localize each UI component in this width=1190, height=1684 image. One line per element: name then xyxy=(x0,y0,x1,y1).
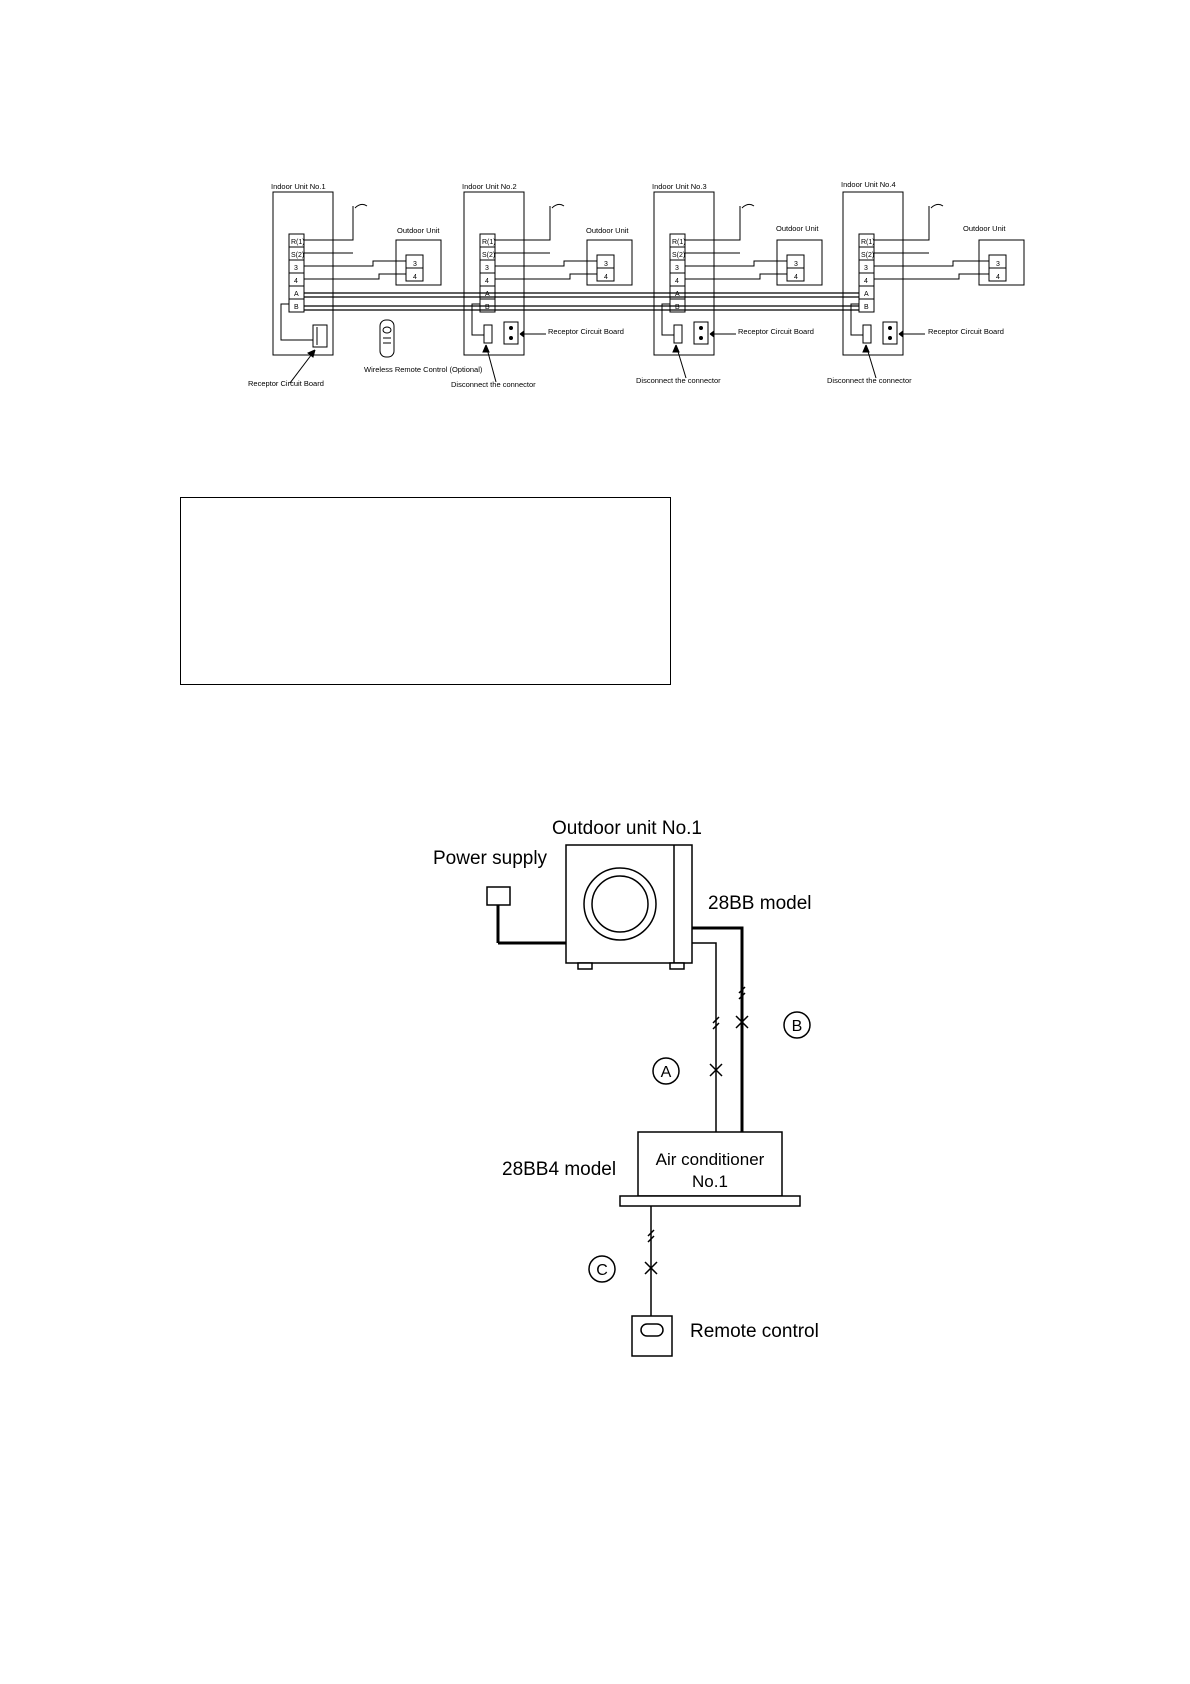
svg-text:4: 4 xyxy=(675,278,679,285)
indoor-unit-3-label: Indoor Unit No.3 xyxy=(652,182,707,191)
svg-text:R(1): R(1) xyxy=(482,239,496,246)
indoor-unit-panel xyxy=(619,1195,801,1207)
indoor-unit-frame xyxy=(272,191,334,356)
svg-text:3: 3 xyxy=(413,261,417,268)
terminal-labels-3: R(1) S(2) 3 4 A B xyxy=(672,239,686,311)
connector-label-2: Disconnect the connector xyxy=(451,380,536,389)
svg-text:S(2): S(2) xyxy=(861,252,874,259)
pointer-arrows xyxy=(289,344,877,384)
svg-text:4: 4 xyxy=(485,278,489,285)
outdoor-unit-1 xyxy=(304,239,442,286)
indoor-unit-4 xyxy=(842,191,944,356)
indoor-model-label: 28BB4 model xyxy=(502,1159,616,1180)
svg-text:A: A xyxy=(675,291,680,298)
svg-text:3: 3 xyxy=(485,265,489,272)
outdoor-model-label: 28BB model xyxy=(708,893,812,914)
callout-b-label: B xyxy=(792,1018,803,1035)
receptor-label-3: Receptor Circuit Board xyxy=(738,327,814,336)
outdoor-unit-4-label: Outdoor Unit xyxy=(963,224,1006,233)
svg-text:4: 4 xyxy=(413,274,417,281)
svg-text:A: A xyxy=(864,291,869,298)
outdoor-unit-2 xyxy=(495,239,633,286)
note-box xyxy=(180,497,671,685)
svg-text:R(1): R(1) xyxy=(861,239,875,246)
svg-text:R(1): R(1) xyxy=(672,239,686,246)
callout-c-label: C xyxy=(596,1262,608,1279)
pipe-break-marks xyxy=(644,986,749,1275)
outdoor-unit-1-label: Outdoor Unit xyxy=(397,226,440,235)
svg-text:4: 4 xyxy=(604,274,608,281)
svg-text:B: B xyxy=(485,304,490,311)
receptor-label-1: Receptor Circuit Board xyxy=(248,379,324,388)
callout-b-circle xyxy=(783,1011,811,1039)
svg-text:3: 3 xyxy=(996,261,1000,268)
indoor-unit-2-label: Indoor Unit No.2 xyxy=(462,182,517,191)
svg-text:4: 4 xyxy=(996,274,1000,281)
svg-text:3: 3 xyxy=(675,265,679,272)
air-conditioner-label-1: Air conditioner xyxy=(656,1150,765,1169)
svg-text:S(2): S(2) xyxy=(482,252,495,259)
svg-text:3: 3 xyxy=(604,261,608,268)
indoor-unit-1-label: Indoor Unit No.1 xyxy=(271,182,326,191)
svg-text:4: 4 xyxy=(864,278,868,285)
wireless-remote-icon xyxy=(379,319,395,358)
receptor-board xyxy=(312,324,328,348)
indoor-unit-4-label: Indoor Unit No.4 xyxy=(841,180,896,189)
receptor-label-2: Receptor Circuit Board xyxy=(548,327,624,336)
svg-text:S(2): S(2) xyxy=(672,252,685,259)
wiring-diagram xyxy=(272,191,1025,384)
terminal-labels-2: R(1) S(2) 3 4 A B xyxy=(482,239,496,311)
power-supply-label: Power supply xyxy=(433,848,548,869)
svg-text:3: 3 xyxy=(864,265,868,272)
svg-text:A: A xyxy=(294,291,299,298)
ab-bus-lines xyxy=(304,292,859,311)
callout-a-circle xyxy=(652,1057,680,1085)
system-labels: Outdoor unit No.1 Power supply 28BB mode… xyxy=(433,818,819,1342)
callout-a-label: A xyxy=(661,1064,672,1081)
svg-text:S(2): S(2) xyxy=(291,252,304,259)
power-plug-icon xyxy=(486,886,511,906)
outdoor-unit-3 xyxy=(685,239,823,286)
outdoor-unit-4 xyxy=(874,239,1025,286)
receptor-label-4: Receptor Circuit Board xyxy=(928,327,1004,336)
outdoor-unit-3-label: Outdoor Unit xyxy=(776,224,819,233)
connector-label-3: Disconnect the connector xyxy=(636,376,721,385)
indoor-unit-box xyxy=(637,1131,783,1197)
svg-text:3: 3 xyxy=(794,261,798,268)
system-diagram xyxy=(486,844,811,1357)
terminal-labels-1: R(1) S(2) 3 4 A B xyxy=(291,239,305,311)
connector-label-4: Disconnect the connector xyxy=(827,376,912,385)
outdoor-unit-2-label: Outdoor Unit xyxy=(586,226,629,235)
terminal-labels-4: R(1) S(2) 3 4 A B xyxy=(861,239,875,311)
callout-c-circle xyxy=(588,1255,616,1283)
wiring-labels: Indoor Unit No.1 Indoor Unit No.2 Indoor… xyxy=(248,180,1006,389)
wireless-remote-label: Wireless Remote Control (Optional) xyxy=(364,365,483,374)
svg-text:3: 3 xyxy=(294,265,298,272)
svg-text:B: B xyxy=(294,304,299,311)
remote-control-label: Remote control xyxy=(690,1321,819,1342)
outdoor-unit-title: Outdoor unit No.1 xyxy=(552,818,702,839)
indoor-unit-1 xyxy=(272,191,368,356)
svg-text:B: B xyxy=(675,304,680,311)
air-conditioner-label-2: No.1 xyxy=(692,1172,728,1191)
svg-text:A: A xyxy=(485,291,490,298)
svg-text:4: 4 xyxy=(794,274,798,281)
svg-text:4: 4 xyxy=(294,278,298,285)
svg-text:B: B xyxy=(864,304,869,311)
svg-text:R(1): R(1) xyxy=(291,239,305,246)
outdoor-unit-icon xyxy=(565,844,693,970)
